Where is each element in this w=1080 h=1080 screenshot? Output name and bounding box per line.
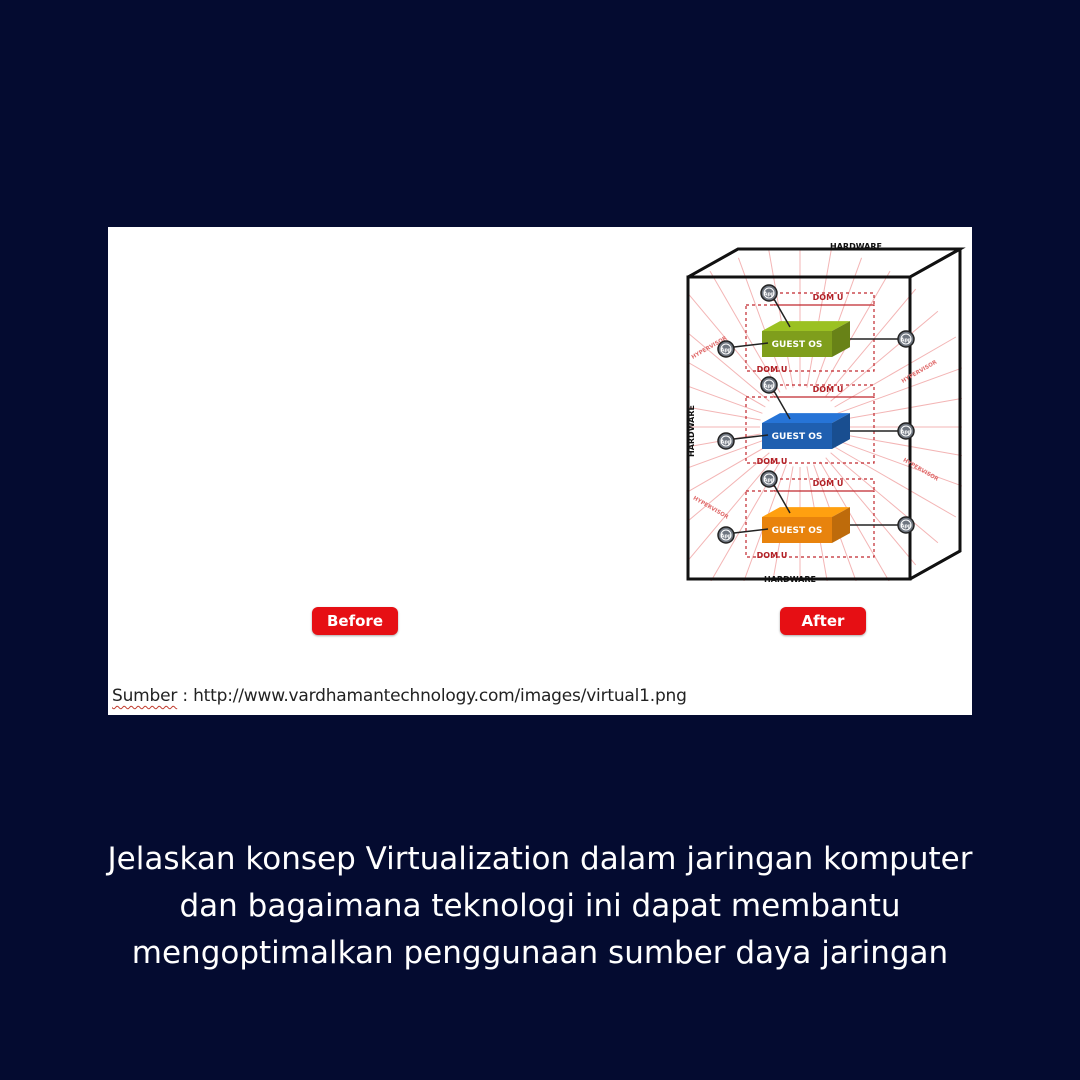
- hypervisor-ray: [819, 270, 891, 393]
- guest-1-app-top-link: [773, 298, 791, 328]
- server-outline-top: [687, 247, 966, 279]
- hypervisor-ray: [825, 457, 917, 566]
- guest-3-app-top: [760, 470, 778, 488]
- guest-1-os-front: [762, 331, 832, 357]
- hypervisor-ray: [768, 249, 794, 388]
- guest-3-app-right-label: App: [901, 524, 912, 530]
- hypervisor-ray: [834, 336, 957, 408]
- guest-1-app-top: [760, 284, 778, 302]
- guest-2-os-label: GUEST OS: [772, 432, 823, 442]
- guest-3-app-top-label: App: [764, 478, 775, 484]
- hypervisor-ray: [683, 457, 775, 566]
- guest-1-app-right-label: App: [901, 338, 912, 344]
- guest-1-app-right-ring: [900, 333, 912, 345]
- guest-2-os-top: [762, 413, 850, 423]
- guest-2-app-left-link: [733, 434, 769, 440]
- server-hardware-bottom: HARDWARE: [764, 575, 816, 584]
- guest-3-app-left-label: App: [721, 534, 732, 540]
- guest-1-app-top-ring: [763, 287, 775, 299]
- hypervisor-label-left-2: HYPERVISOR: [692, 496, 730, 521]
- question-caption: Jelaskan konsep Virtualization dalam jar…: [60, 836, 1020, 977]
- guest-2-app-top: [760, 376, 778, 394]
- guest-3-os-side: [832, 507, 850, 543]
- guest-3-os-top: [762, 507, 850, 517]
- guest-3-app-top-ring: [763, 473, 775, 485]
- guest-1-domu-label-top: DOM U: [813, 293, 844, 302]
- guest-2-app-left-label: App: [721, 440, 732, 446]
- diagram-canvas: HARDWAREHARDWAREHARDWAREOSAppAppHARDWARE…: [108, 227, 972, 715]
- guest-1-app-left: [717, 340, 735, 358]
- guest-3-app-left-ring: [720, 529, 732, 541]
- guest-1-app-left-label: App: [721, 348, 732, 354]
- hypervisor-ray: [834, 446, 957, 518]
- server-hardware-top: HARDWARE: [830, 242, 882, 251]
- mask-left: [108, 227, 687, 715]
- hypervisor-label-right-1: HYPERVISOR: [901, 359, 939, 384]
- guest-1-app-left-ring: [720, 343, 732, 355]
- guest-2-app-right-label: App: [901, 430, 912, 436]
- hypervisor-ray: [830, 452, 939, 544]
- guest-1-domu-label-bottom: DOM U: [757, 365, 788, 374]
- server-outline-side: [909, 249, 962, 581]
- hypervisor-ray: [819, 461, 891, 584]
- guest-1-domu-frame: [745, 304, 875, 372]
- hypervisor-ray: [830, 310, 939, 402]
- guest-1-app-top-label: App: [764, 292, 775, 298]
- hypervisor-ray: [709, 270, 781, 393]
- server-box-side: [909, 249, 962, 581]
- guest-3-app-right-ring: [900, 519, 912, 531]
- guest-2-domu-label-bottom: DOM U: [757, 457, 788, 466]
- hypervisor-ray: [806, 249, 832, 388]
- guest-2-domu-label-top: DOM U: [813, 385, 844, 394]
- guest-2-app-right-ring: [900, 425, 912, 437]
- guest-3-os-label: GUEST OS: [772, 526, 823, 536]
- hypervisor-label-right-2: HYPERVISOR: [902, 458, 940, 483]
- mask-right: [962, 227, 972, 715]
- hypervisor-ray: [825, 288, 917, 397]
- caption-line-2: dan bagaimana teknologi ini dapat memban…: [179, 888, 901, 924]
- guest-3-os-front: [762, 517, 832, 543]
- guest-1-os-top: [762, 321, 850, 331]
- hypervisor-ray: [837, 440, 970, 490]
- source-label: Sumber: [112, 686, 178, 706]
- hypervisor-ray: [737, 257, 787, 390]
- hypervisor-ray: [839, 396, 972, 421]
- guest-3-app-left-link: [733, 528, 769, 534]
- hypervisor-ray: [837, 364, 970, 414]
- guest-1-os-label: GUEST OS: [772, 340, 823, 350]
- guest-2-app-left: [717, 432, 735, 450]
- source-url: http://www.vardhamantechnology.com/image…: [193, 686, 687, 706]
- source-credit: Sumber : http://www.vardhamantechnology.…: [112, 686, 687, 706]
- caption-line-3: mengoptimalkan penggunaan sumber daya ja…: [131, 935, 949, 971]
- guest-2-app-left-ring: [720, 435, 732, 447]
- after-badge: After: [780, 607, 866, 635]
- guest-2-app-top-ring: [763, 379, 775, 391]
- guest-2-app-top-link: [773, 390, 791, 420]
- guest-2-domu-frame: [745, 396, 875, 464]
- server-hardware-left: HARDWARE: [687, 405, 696, 457]
- guest-2-app-top-label: App: [764, 384, 775, 390]
- guest-3-domu-label-top: DOM U: [813, 479, 844, 488]
- before-badge: Before: [312, 607, 398, 635]
- caption-line-1: Jelaskan konsep Virtualization dalam jar…: [107, 841, 973, 877]
- guest-3-domu-frame: [745, 490, 875, 558]
- guest-1-os-side: [832, 321, 850, 357]
- guest-3-domu-label-bottom: DOM U: [757, 551, 788, 560]
- mask-top: [687, 227, 962, 276]
- guest-2-os-side: [832, 413, 850, 449]
- guest-3-app-top-link: [773, 484, 791, 514]
- virtualization-diagram: HARDWAREHARDWAREHARDWAREOSAppAppHARDWARE…: [108, 227, 972, 715]
- guest-3-app-left: [717, 526, 735, 544]
- guest-1-app-left-link: [733, 342, 769, 348]
- guest-2-os-front: [762, 423, 832, 449]
- hypervisor-ray: [839, 433, 972, 458]
- source-separator: :: [177, 686, 194, 706]
